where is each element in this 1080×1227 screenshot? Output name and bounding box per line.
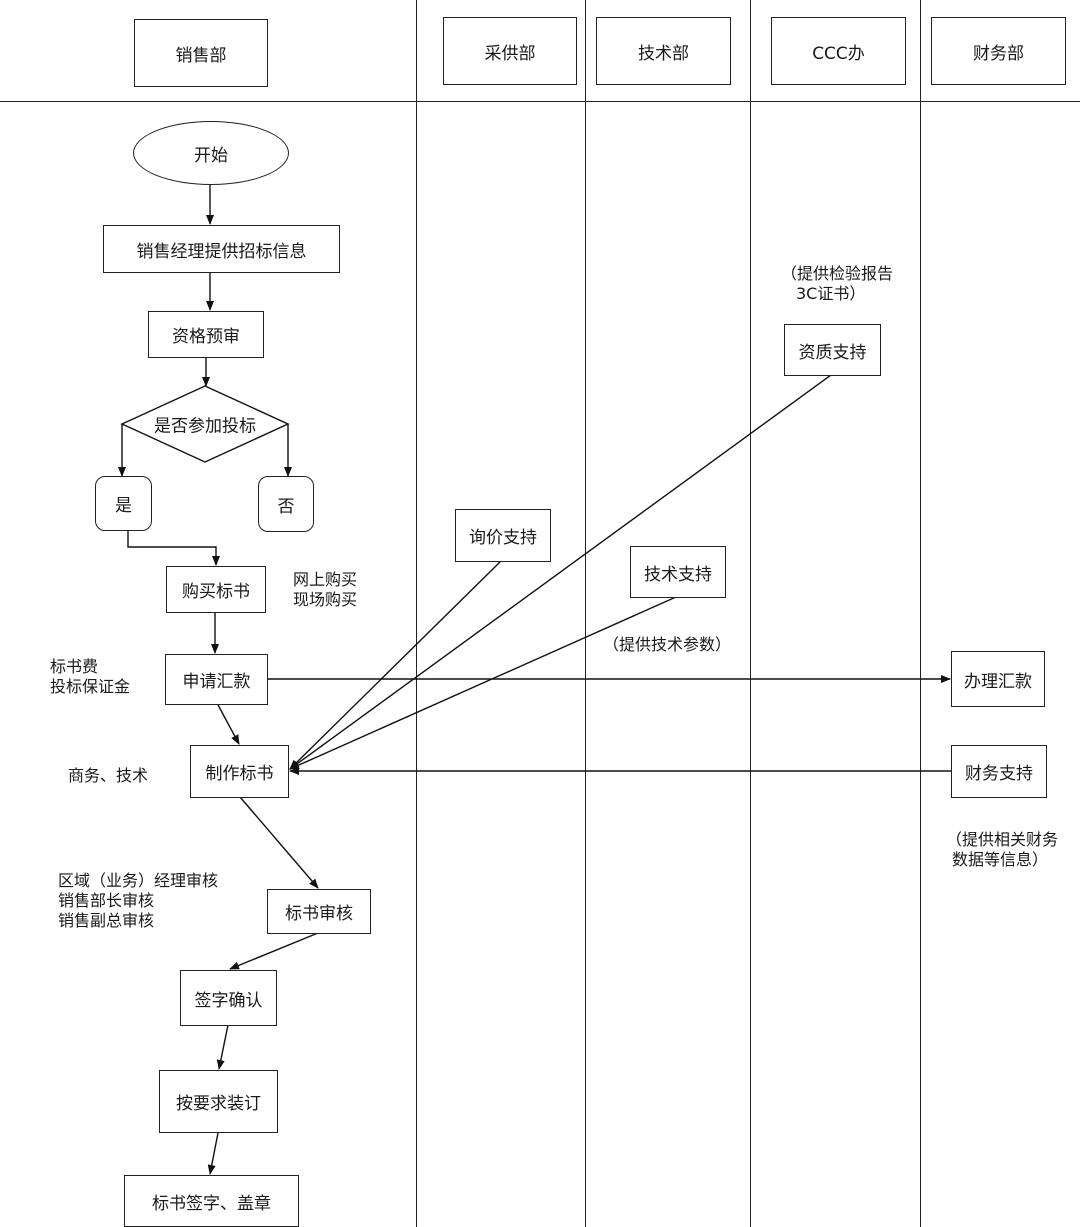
arrow-yes-to-buy <box>127 530 220 566</box>
note-biz-tech: 商务、技术 <box>68 766 149 785</box>
node-decide: 是否参加投标 <box>154 416 256 437</box>
node-sign-confirm: 签字确认 <box>180 970 277 1026</box>
node-review-docs: 标书审核 <box>267 889 371 934</box>
arrow-review-to-sign <box>229 932 319 970</box>
note-line: 销售部长审核 <box>58 891 155 910</box>
lane-header-label: 财务部 <box>973 43 1024 64</box>
arrow-sign-to-bind <box>216 1024 229 1070</box>
arrow-price-support <box>289 560 502 770</box>
note-buy-methods: 网上购买 现场购买 <box>293 570 357 610</box>
node-label: 销售经理提供招标信息 <box>136 241 307 262</box>
note-line: （提供检验报告 <box>781 264 894 283</box>
lane-divider-3 <box>750 0 751 1227</box>
node-label: 资质支持 <box>798 342 867 363</box>
arrow-qual-support <box>289 374 832 770</box>
node-buy-docs: 购买标书 <box>166 566 266 613</box>
note-line: 投标保证金 <box>50 677 131 696</box>
node-start: 开始 <box>133 121 289 185</box>
node-label: 资格预审 <box>172 327 240 347</box>
note-line: （提供相关财务 <box>946 830 1059 849</box>
node-label: 开始 <box>194 145 228 166</box>
lane-header-label: 采供部 <box>484 43 536 64</box>
arrow-make-to-review <box>239 796 319 889</box>
note-finance: （提供相关财务 数据等信息） <box>946 830 1058 870</box>
lane-header-label: CCC办 <box>812 43 865 64</box>
node-sign-seal: 标书签字、盖章 <box>124 1175 299 1227</box>
node-apply-remit: 申请汇款 <box>165 654 268 705</box>
node-qual-support: 资质支持 <box>784 324 881 376</box>
node-label: 签字确认 <box>194 990 263 1011</box>
node-bind: 按要求装订 <box>159 1070 278 1133</box>
note-ccc: （提供检验报告 3C证书） <box>781 264 893 304</box>
note-line: 标书费 <box>50 657 99 676</box>
lane-header-technical: 技术部 <box>596 17 731 85</box>
node-label: 标书审核 <box>285 904 353 924</box>
node-label: 办理汇款 <box>964 671 1032 692</box>
node-label: 是 <box>115 496 132 516</box>
node-make-docs: 制作标书 <box>190 745 289 798</box>
node-label: 询价支持 <box>469 528 537 548</box>
lane-header-label: 技术部 <box>638 43 689 64</box>
note-line: 3C证书） <box>796 284 866 303</box>
lane-divider-2 <box>585 0 586 1227</box>
node-label: 制作标书 <box>205 764 274 784</box>
node-yes: 是 <box>95 476 152 531</box>
note-fees: 标书费 投标保证金 <box>50 657 130 697</box>
header-divider <box>0 101 1080 102</box>
note-review-chain: 区域（业务）经理审核 销售部长审核 销售副总审核 <box>58 871 218 931</box>
lane-header-ccc: CCC办 <box>771 17 906 85</box>
node-handle-remit: 办理汇款 <box>951 651 1045 707</box>
node-no: 否 <box>258 476 314 532</box>
node-price-support: 询价支持 <box>455 509 551 562</box>
note-tech-param: （提供技术参数） <box>603 635 732 654</box>
lane-header-purchasing: 采供部 <box>443 17 577 85</box>
note-line: 数据等信息） <box>952 850 1049 869</box>
arrow-bind-to-seal <box>207 1132 219 1175</box>
node-finance-support: 财务支持 <box>951 745 1047 798</box>
node-tech-support: 技术支持 <box>630 546 726 598</box>
note-line: 销售副总审核 <box>58 911 155 930</box>
node-prequal: 资格预审 <box>148 311 264 358</box>
note-line: 网上购买 <box>293 570 358 589</box>
note-line: 现场购买 <box>293 590 358 609</box>
lane-divider-1 <box>416 0 417 1227</box>
node-label: 标书签字、盖章 <box>152 1193 271 1214</box>
note-line: 区域（业务）经理审核 <box>58 871 219 890</box>
lane-divider-4 <box>920 0 921 1227</box>
node-label: 技术支持 <box>644 564 712 585</box>
arrow-tech-support <box>289 596 677 770</box>
lane-header-label: 销售部 <box>175 45 227 66</box>
node-label: 购买标书 <box>182 582 250 602</box>
lane-header-finance: 财务部 <box>931 17 1066 85</box>
node-label: 按要求装订 <box>176 1094 261 1114</box>
node-label: 财务支持 <box>965 764 1033 784</box>
arrow-remit-to-make <box>216 702 240 745</box>
node-label: 否 <box>277 496 295 517</box>
decision-diamond <box>120 385 290 463</box>
node-label: 申请汇款 <box>182 672 251 692</box>
lane-header-sales: 销售部 <box>134 19 268 87</box>
node-provide-info: 销售经理提供招标信息 <box>103 225 340 273</box>
